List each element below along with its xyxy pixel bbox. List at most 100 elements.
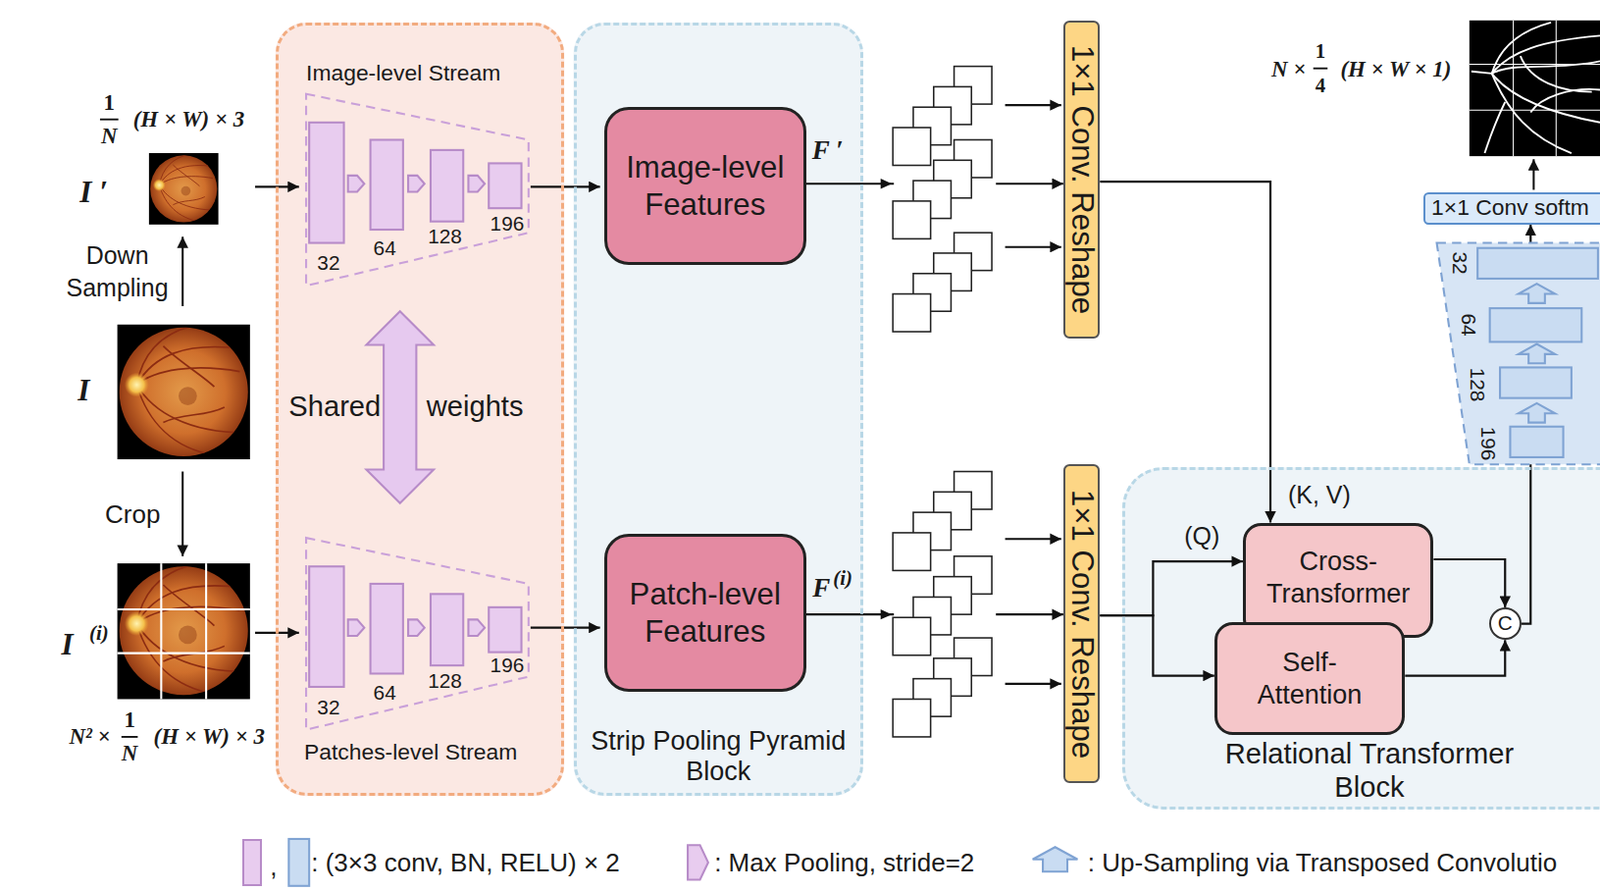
flow-arrow <box>1005 682 1062 685</box>
encoder <box>309 566 344 687</box>
label-text: Down Sampling <box>58 239 177 306</box>
label-text: 196 <box>1476 426 1500 462</box>
concat-circle: C <box>1489 607 1522 640</box>
fraction-bar <box>121 735 139 738</box>
fundus-image <box>119 564 249 695</box>
edge-label: (K, V) <box>1288 480 1351 510</box>
vessel-map <box>1492 73 1600 123</box>
fundus-image <box>117 652 251 655</box>
label-text: N <box>101 123 118 150</box>
decoder <box>1518 403 1555 423</box>
node-text: Strip Pooling Pyramid Block <box>565 725 872 787</box>
vessel-map <box>1555 20 1557 156</box>
node-text: Image-level Stream <box>306 59 501 87</box>
legend-text: : Up-Sampling via Transposed Convolutio <box>1087 847 1557 878</box>
vessel-map <box>1469 20 1600 156</box>
arrow-head <box>880 178 892 620</box>
vessel-map <box>1492 73 1572 154</box>
decoder <box>1437 243 1600 465</box>
flow-arrow <box>530 626 601 629</box>
encoder <box>408 175 425 193</box>
legend-sample <box>687 844 709 879</box>
legend-sample <box>1032 846 1079 872</box>
label-text: N <box>121 739 139 766</box>
flow-arrow <box>181 471 184 557</box>
label-text: N × <box>1271 56 1306 83</box>
encoder <box>430 593 464 666</box>
label-text: 64 <box>373 680 397 705</box>
node-text: Relational Transformer Block <box>1200 737 1538 804</box>
decoder <box>1477 248 1599 279</box>
arrow-head <box>880 178 892 189</box>
vessel-map <box>1471 71 1493 74</box>
label-text: I <box>61 626 74 663</box>
feature-map <box>892 617 930 655</box>
label-text: Crop <box>104 500 160 530</box>
legend-text: : (3×3 conv, BN, RELU) × 2 <box>310 847 620 878</box>
node-text: weights <box>426 389 524 424</box>
fundus-image <box>117 563 251 699</box>
encoder <box>306 537 529 730</box>
arrow-head <box>880 609 892 620</box>
label-text: I <box>77 372 90 409</box>
flow-arrow <box>182 104 1534 684</box>
label-text: 196 <box>490 653 525 677</box>
legend-sample <box>288 838 310 886</box>
flow-connector <box>1099 181 1271 522</box>
encoder <box>408 619 425 636</box>
feature-maps <box>892 66 992 737</box>
label-text: 64 <box>1456 312 1481 336</box>
node-text: C <box>1497 611 1513 636</box>
encoder <box>370 583 404 674</box>
label-text: 1 <box>1315 39 1326 63</box>
node-text: Shared <box>288 389 381 424</box>
label-text: 1 <box>103 90 115 116</box>
edge-label: (Q) <box>1184 521 1220 551</box>
flow-connector <box>1099 561 1243 616</box>
flow-arrow <box>1005 537 1062 540</box>
vessel-map <box>1469 109 1600 111</box>
flow-connector <box>1404 639 1505 675</box>
feature-box: Patch-level Features <box>604 533 807 692</box>
vessel-map <box>1492 22 1551 74</box>
decoder <box>1499 366 1572 398</box>
label-text: (i) <box>832 566 853 590</box>
encoder <box>348 175 365 193</box>
stream-band: Image-level StreamSharedweightsPatches-l… <box>275 22 565 796</box>
fundus-image <box>117 153 251 699</box>
stream-ground <box>275 22 565 796</box>
vessel-map <box>1530 89 1600 112</box>
fundus-image <box>119 325 249 457</box>
label-text: 4 <box>1315 73 1326 98</box>
fraction-bar <box>100 118 119 121</box>
reshape-box: 1×1 Conv. Reshape <box>1063 20 1100 340</box>
encoder <box>309 122 344 244</box>
decoder <box>1509 426 1563 458</box>
decoder <box>1477 248 1599 458</box>
node-text: 1×1 Conv softm <box>1431 194 1590 221</box>
attention-box: Self- Attention <box>1214 621 1406 734</box>
fraction-bar <box>100 68 1328 737</box>
label-text: 128 <box>427 669 463 693</box>
encoder <box>488 607 521 653</box>
label-text: 64 <box>373 236 397 260</box>
encoder <box>467 619 485 636</box>
vessel-map <box>1471 22 1600 154</box>
decoder <box>1518 283 1555 304</box>
pooling-ground <box>573 22 864 796</box>
fundus-image <box>117 324 251 460</box>
flow-arrow <box>181 236 184 307</box>
label-text: N² × <box>68 723 110 750</box>
feature-map <box>892 532 930 570</box>
decoder <box>1490 308 1583 342</box>
label-text: I ′ <box>79 174 108 210</box>
vessel-map <box>1492 35 1600 73</box>
decoder <box>1437 243 1600 465</box>
transformer-box: Cross- Transformer <box>1242 522 1435 639</box>
label-text: 32 <box>316 695 340 720</box>
node-text: 1×1 Conv. Reshape <box>1066 45 1097 314</box>
label-text: (H × W) × 3 <box>133 106 245 133</box>
node-text: Self- Attention <box>1233 646 1387 711</box>
encoder <box>370 139 404 230</box>
label-text: F <box>812 573 830 605</box>
